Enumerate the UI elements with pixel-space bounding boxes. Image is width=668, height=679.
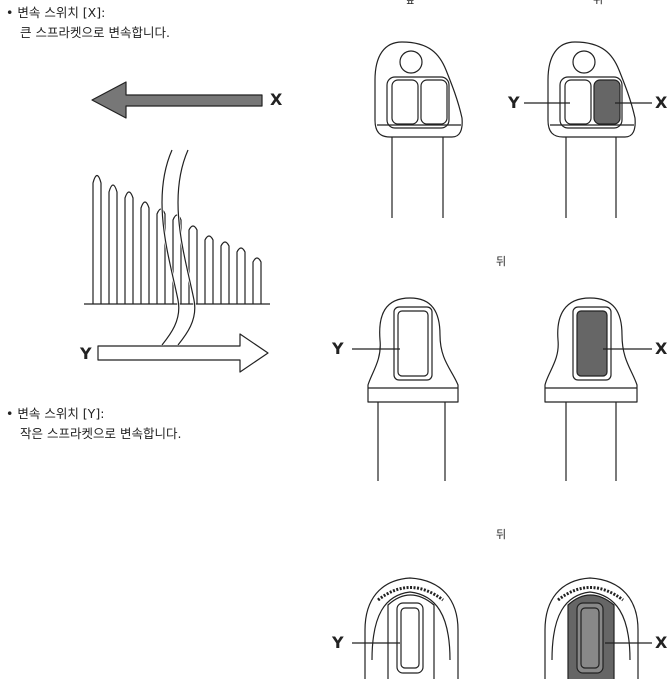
y-switch-label: 변속 스위치 [Y]: — [17, 406, 105, 421]
rear-view-label-2: 뒤 — [496, 255, 507, 268]
lever-front-view-1 — [374, 41, 463, 218]
y-arrow-label: Y — [80, 344, 92, 363]
x-label-row2: X — [655, 339, 668, 358]
y-label-row3: Y — [332, 633, 344, 652]
bullet: • — [6, 406, 14, 421]
bullet: • — [6, 5, 14, 20]
y-switch-desc: 작은 스프라켓으로 변속합니다. — [20, 426, 182, 441]
lever-view-2-left — [352, 297, 459, 481]
lever-rear-view-1 — [524, 41, 652, 218]
lever-view-3-right — [544, 577, 652, 679]
x-label-row1: X — [655, 93, 668, 112]
y-label-row1: Y — [508, 93, 520, 112]
lever-view-2-right — [544, 297, 652, 481]
x-arrow — [91, 81, 263, 119]
x-arrow-label: X — [270, 90, 283, 109]
x-switch-label: 변속 스위치 [X]: — [17, 5, 106, 20]
x-switch-title: • 변속 스위치 [X]: — [6, 4, 105, 22]
rear-view-label-3: 뒤 — [496, 528, 507, 541]
lever-view-3-left — [352, 577, 459, 679]
y-label-row2: Y — [332, 339, 344, 358]
x-label-row3: X — [655, 633, 668, 652]
y-arrow — [97, 333, 269, 373]
front-view-label: 앞 — [405, 0, 415, 6]
y-switch-title: • 변속 스위치 [Y]: — [6, 405, 104, 423]
x-switch-desc: 큰 스프라켓으로 변속합니다. — [20, 25, 170, 40]
sprocket-cassette — [84, 149, 270, 346]
rear-view-label-top: 뒤 — [593, 0, 603, 6]
